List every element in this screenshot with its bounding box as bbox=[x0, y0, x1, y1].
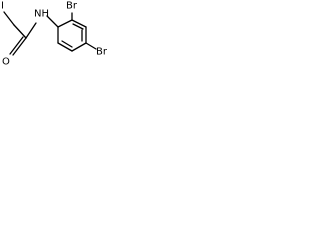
bond-carbonyl-nitrogen bbox=[25, 22, 37, 39]
bond-ch2-carbonyl bbox=[13, 24, 27, 39]
ring-inner-double-1 bbox=[72, 23, 84, 30]
ring-bond-4 bbox=[71, 42, 87, 52]
bromine-para-label: Br bbox=[96, 47, 108, 58]
bond-iodine-ch2 bbox=[3, 11, 15, 26]
ring-inner-double-2 bbox=[61, 40, 73, 48]
bond-carbonyl-oxygen-b bbox=[9, 36, 24, 55]
bond-ring-bromine-para bbox=[85, 42, 97, 50]
bromine-ortho-label: Br bbox=[66, 1, 78, 12]
bond-carbonyl-oxygen-a bbox=[12, 37, 27, 56]
ring-bond-2 bbox=[71, 19, 87, 28]
nitrogen-hydrogen-label: NH bbox=[34, 9, 49, 20]
bond-nitrogen-ring bbox=[46, 15, 59, 28]
oxygen-label: O bbox=[2, 57, 10, 68]
ring-bond-5 bbox=[57, 42, 73, 52]
ring-bond-1 bbox=[57, 19, 73, 28]
molecule-structure: I O NH Br Br bbox=[1, 1, 108, 68]
iodine-label: I bbox=[1, 1, 4, 12]
